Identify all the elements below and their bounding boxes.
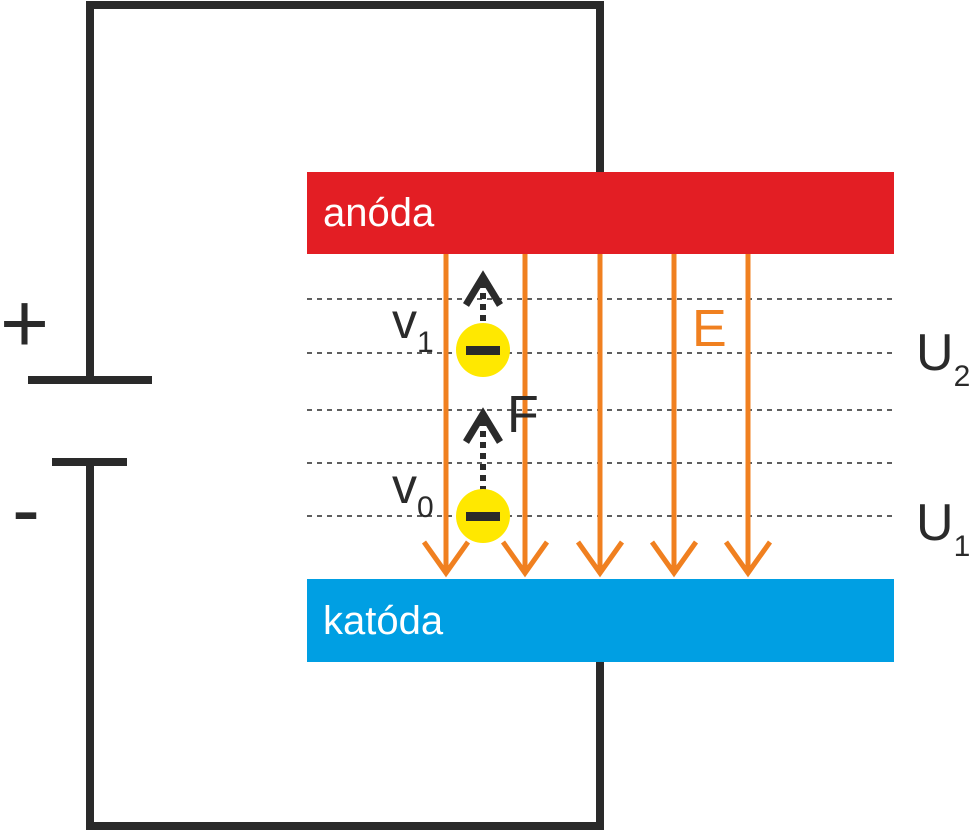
velocity-arrow-v0 [463, 407, 503, 500]
battery [28, 376, 152, 466]
field-arrow [723, 254, 773, 578]
negative-charge-icon [466, 346, 500, 355]
minus-sign: - [12, 462, 40, 556]
field-arrow [649, 254, 699, 578]
label-u1: U1 [916, 494, 970, 563]
cathode-label: katóda [323, 599, 444, 643]
field-arrow [575, 254, 625, 578]
plus-sign: + [0, 276, 49, 370]
electron-1 [456, 323, 510, 377]
cathode-plate [307, 579, 894, 662]
negative-charge-icon [466, 512, 500, 521]
label-v1: v1 [392, 293, 434, 359]
field-arrow [421, 254, 471, 578]
field-lines [421, 254, 773, 578]
velocity-arrow-v1 [463, 270, 503, 322]
electron-0 [456, 489, 510, 543]
anode-plate [307, 172, 894, 254]
field-arrow [500, 254, 550, 578]
label-force: F [507, 386, 539, 444]
circuit-wire [86, 1, 604, 830]
label-v0: v0 [392, 458, 434, 524]
anode-label: anóda [323, 191, 435, 235]
label-u2: U2 [916, 324, 970, 393]
label-field: E [692, 300, 727, 358]
